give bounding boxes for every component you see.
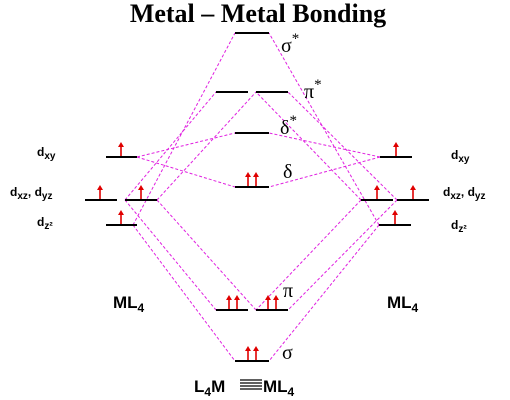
electron-up-arrow [245, 172, 251, 186]
left-d-levels [85, 156, 157, 226]
corr-right-dxz-pi-star [255, 91, 362, 201]
right-label-dz2: dz² [451, 218, 467, 235]
electron-up-arrow [410, 185, 416, 199]
corr-right-dxy-delta-star [268, 132, 381, 158]
corr-right-dyz-pi [287, 199, 398, 311]
electron-up-arrow [245, 346, 251, 360]
left-fragment-label: ML4 [113, 293, 145, 315]
electron-up-arrow [118, 142, 124, 156]
label-sigma-star: σ* [281, 31, 299, 57]
electron-up-arrow [234, 295, 240, 309]
corr-left-dyz-pi-star [156, 91, 257, 201]
correlation-lines [124, 32, 398, 362]
electron-up-arrow [392, 210, 398, 224]
electron-up-arrow [374, 185, 380, 199]
left-label-dxy: dxy [37, 145, 56, 162]
complex-label: L4M ML4 [194, 377, 295, 399]
left-label-dz2: dz² [37, 215, 53, 232]
corr-left-dz2-sigma-star [132, 32, 236, 226]
mo-levels [216, 32, 288, 362]
corr-right-dxz-pi [255, 199, 362, 311]
label-sigma: σ [282, 342, 293, 364]
electron-up-arrow [118, 210, 124, 224]
label-pi: π [283, 280, 293, 302]
electron-up-arrow [253, 346, 259, 360]
complex-label-left: L4M [194, 377, 225, 399]
electrons [97, 142, 416, 360]
electron-up-arrow [273, 295, 279, 309]
complex-label-right: ML4 [263, 377, 295, 399]
left-label-dxz-dyz: dxz, dyz [10, 185, 52, 202]
electron-up-arrow [265, 295, 271, 309]
right-label-dxz-dyz: dxz, dyz [443, 185, 485, 202]
corr-right-dxy-delta [268, 156, 381, 188]
electron-up-arrow [138, 185, 144, 199]
electron-up-arrow [226, 295, 232, 309]
corr-left-dxy-delta-star [136, 132, 236, 158]
right-d-levels [361, 156, 429, 226]
corr-left-dz2-sigma [132, 224, 236, 362]
quadruple-bond-symbol [240, 379, 262, 390]
label-delta-star: δ* [280, 113, 297, 139]
corr-right-dz2-sigma [268, 224, 380, 362]
label-pi-star: π* [304, 77, 322, 103]
right-fragment-label: ML4 [387, 293, 419, 315]
corr-right-dz2-sigma-star [268, 32, 380, 226]
label-delta: δ [283, 161, 292, 183]
diagram-title: Metal – Metal Bonding [130, 0, 386, 28]
corr-left-dyz-pi [156, 199, 257, 311]
corr-left-dxz-pi [124, 199, 217, 311]
corr-left-dxz-pi-star [124, 91, 217, 201]
electron-up-arrow [97, 185, 103, 199]
right-label-dxy: dxy [451, 148, 470, 165]
electron-up-arrow [253, 172, 259, 186]
corr-right-dyz-pi-star [287, 91, 398, 201]
electron-up-arrow [393, 142, 399, 156]
corr-left-dxy-delta [136, 156, 236, 188]
